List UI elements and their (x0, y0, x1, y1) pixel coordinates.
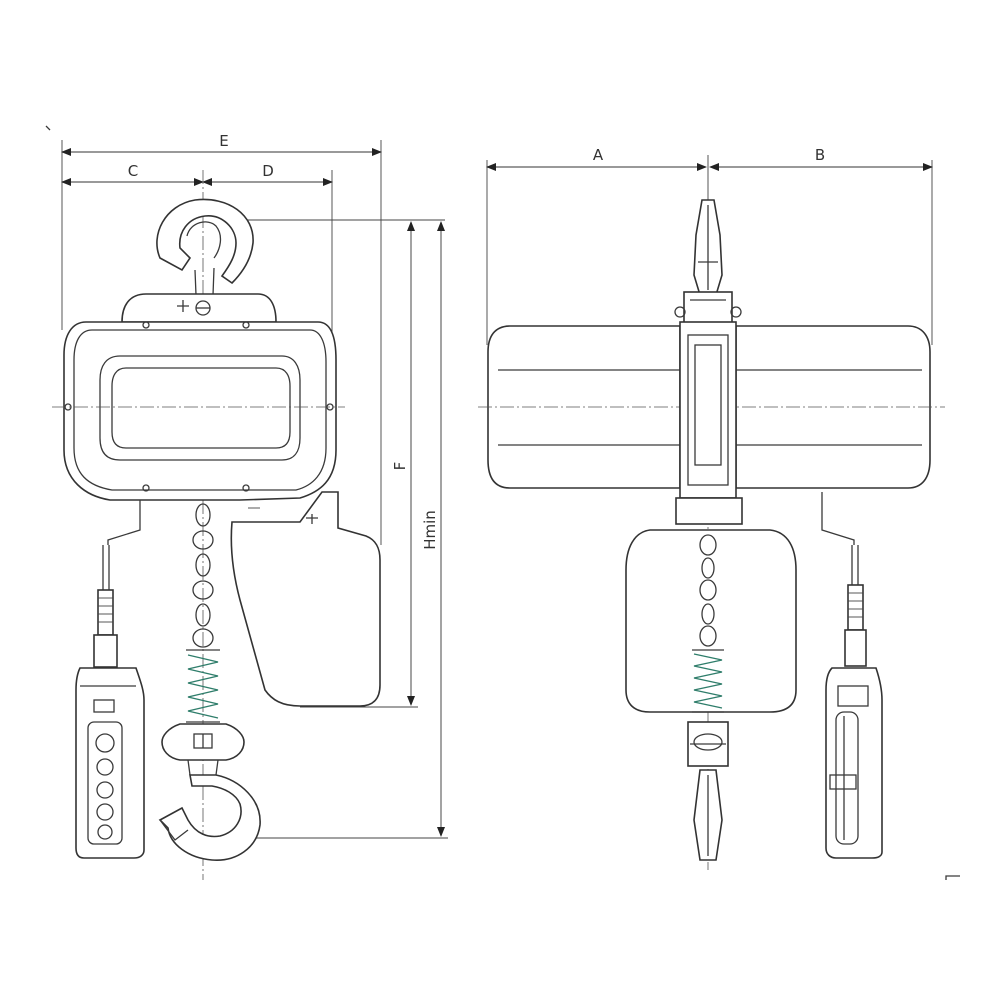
dimension-f: F (391, 221, 415, 706)
dimension-d: D (202, 162, 333, 186)
side-pendant-cable (93, 589, 118, 668)
front-central-frame (679, 321, 737, 499)
corner-tick-bottom-right (945, 875, 960, 880)
dimension-c: C (61, 162, 204, 186)
side-spring (186, 649, 220, 723)
front-load-chain (699, 534, 717, 647)
side-extension-lines (61, 140, 448, 839)
front-top-hook (693, 199, 723, 296)
side-hook-block (161, 723, 245, 776)
side-pendant-control (75, 667, 145, 859)
dimension-label-hmin: Hmin (421, 510, 439, 550)
cable-bracket (107, 500, 141, 545)
side-bottom-hook (158, 774, 261, 861)
side-view: E C D F Hmin (52, 132, 448, 880)
dimension-label-b: B (815, 146, 825, 164)
dimension-hmin: Hmin (421, 221, 445, 837)
front-view: A B (478, 146, 945, 870)
front-spring (692, 649, 724, 713)
dimension-b: B (709, 146, 933, 171)
top-hook (156, 198, 254, 296)
corner-tick-top-left (45, 125, 51, 131)
dimension-label-e: E (219, 132, 228, 150)
dimension-label-d: D (262, 162, 274, 180)
chain-bag (230, 491, 381, 707)
side-load-chain (192, 503, 214, 648)
dimension-label-c: C (128, 162, 138, 180)
front-pendant-control (825, 667, 883, 859)
dimension-label-f: F (391, 462, 409, 471)
front-chain-bag (625, 497, 797, 713)
dimension-a: A (486, 146, 707, 171)
dimension-label-a: A (593, 146, 604, 164)
front-cable-bracket (821, 492, 855, 545)
front-pendant-cable (844, 584, 867, 667)
dimension-e: E (61, 132, 382, 156)
front-bottom-hook (693, 769, 723, 861)
side-housing (52, 321, 345, 501)
front-hook-block (687, 721, 729, 767)
